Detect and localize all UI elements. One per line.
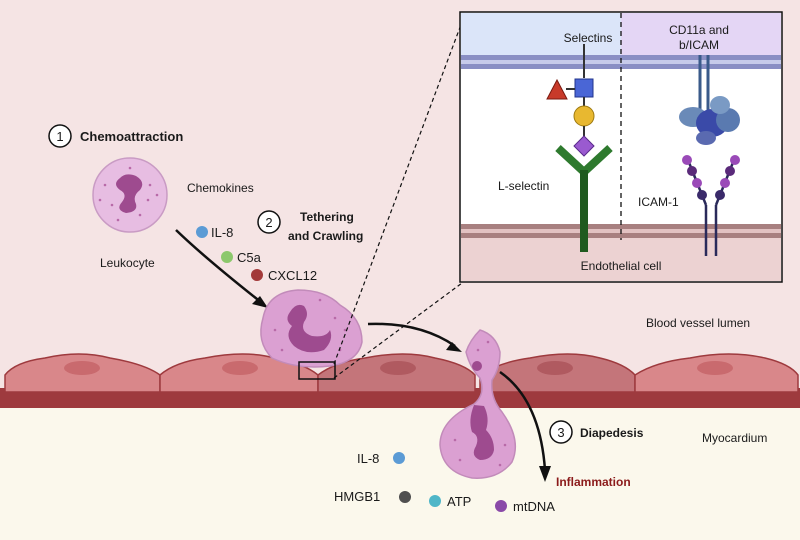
step-number: 2 <box>265 215 272 230</box>
il8-dot <box>196 226 208 238</box>
chemokines-label: Chemokines <box>187 181 254 195</box>
icam1-label: ICAM-1 <box>638 195 679 209</box>
endothelial-nucleus <box>537 361 573 375</box>
migration-arrow <box>367 322 456 348</box>
cell-granules <box>98 166 159 222</box>
endothelial-membrane-line <box>461 224 781 229</box>
cd11-label-line1: CD11a and <box>669 23 729 37</box>
endothelial-nucleus <box>64 361 100 375</box>
arrow-head <box>446 342 462 352</box>
damp-label: ATP <box>447 494 471 509</box>
icam1-molecule-icon <box>682 155 740 256</box>
square-glycan-icon <box>574 78 594 98</box>
damp-label: HMGB1 <box>334 489 380 504</box>
zoom-guide-line <box>333 282 463 379</box>
leukocyte-label: Leukocyte <box>100 256 155 270</box>
il8-dot <box>393 452 405 464</box>
step-label: Chemoattraction <box>80 129 183 144</box>
transmigrating-leukocyte <box>439 329 517 479</box>
leukocyte-membrane-band-right <box>621 13 781 55</box>
arrow-head <box>539 466 551 482</box>
arrow-head <box>252 296 268 308</box>
blood-vessel-lumen-label: Blood vessel lumen <box>646 316 750 330</box>
leukocyte-membrane <box>260 289 363 368</box>
step-label: Diapedesis <box>580 426 644 440</box>
atp-dot <box>429 495 441 507</box>
selectins-label: Selectins <box>564 31 613 45</box>
basement-membrane <box>0 388 800 408</box>
leukocyte-membrane-band-left <box>461 13 621 55</box>
step-number: 3 <box>557 425 564 440</box>
crawling-leukocyte <box>260 289 363 368</box>
hmgb1-dot <box>399 491 411 503</box>
endothelial-cell-label: Endothelial cell <box>581 259 662 273</box>
migration-arrow <box>175 229 263 304</box>
damp-label: IL-8 <box>357 451 379 466</box>
leukocyte-nucleus <box>287 304 332 353</box>
damp-label: mtDNA <box>513 499 555 514</box>
cd11-label-line2: b/ICAM <box>679 38 719 52</box>
chemokine-label: CXCL12 <box>268 268 317 283</box>
leukocyte-nucleus <box>116 174 143 213</box>
endothelial-membrane-line <box>461 233 781 238</box>
zoom-region-box <box>298 361 336 380</box>
endothelial-nucleus <box>697 361 733 375</box>
leukocyte-nucleus <box>470 405 494 460</box>
l-selectin-label: L-selectin <box>498 179 549 193</box>
step-number-circle <box>48 124 72 148</box>
cxcl12-dot <box>251 269 263 281</box>
endothelial-nucleus <box>380 361 416 375</box>
cell-granules <box>453 340 507 467</box>
damp-list: IL-8 HMGB1 ATP mtDNA <box>334 451 555 514</box>
step-3: 3 Diapedesis <box>549 420 644 444</box>
leukocyte-cell <box>92 157 168 233</box>
cell-granules <box>273 298 347 352</box>
step-number-circle <box>549 420 573 444</box>
mtdna-dot <box>495 500 507 512</box>
circle-glycan-icon <box>573 105 595 127</box>
chemokine-list: IL-8 C5a CXCL12 <box>196 225 317 283</box>
step-label-line2: and Crawling <box>288 229 363 243</box>
endothelium-layer <box>4 353 799 393</box>
chemokine-label: IL-8 <box>211 225 233 240</box>
step-number-circle <box>257 210 281 234</box>
cd11-integrin-icon <box>679 96 740 145</box>
c5a-dot <box>221 251 233 263</box>
zoom-inset: Selectins CD11a and b/ICAM L-selectin IC… <box>459 11 783 283</box>
migration-arrow <box>499 370 547 471</box>
myocardium-region <box>0 390 800 540</box>
chemokine-label: C5a <box>237 250 262 265</box>
step-number: 1 <box>56 129 63 144</box>
myocardium-label: Myocardium <box>702 431 767 445</box>
inflammation-label: Inflammation <box>556 475 631 489</box>
step-label-line1: Tethering <box>300 210 354 224</box>
diamond-glycan-icon <box>573 135 595 157</box>
step-2: 2 Tethering and Crawling <box>257 210 363 243</box>
leukocyte-membrane <box>439 329 517 479</box>
endothelial-nucleus <box>222 361 258 375</box>
membrane-line <box>461 64 781 69</box>
triangle-glycan-icon <box>546 78 568 100</box>
zoom-guide-line <box>333 21 463 365</box>
leukocyte-nucleus-fragment <box>472 361 482 371</box>
membrane-line <box>461 55 781 60</box>
step-1: 1 Chemoattraction <box>48 124 183 148</box>
